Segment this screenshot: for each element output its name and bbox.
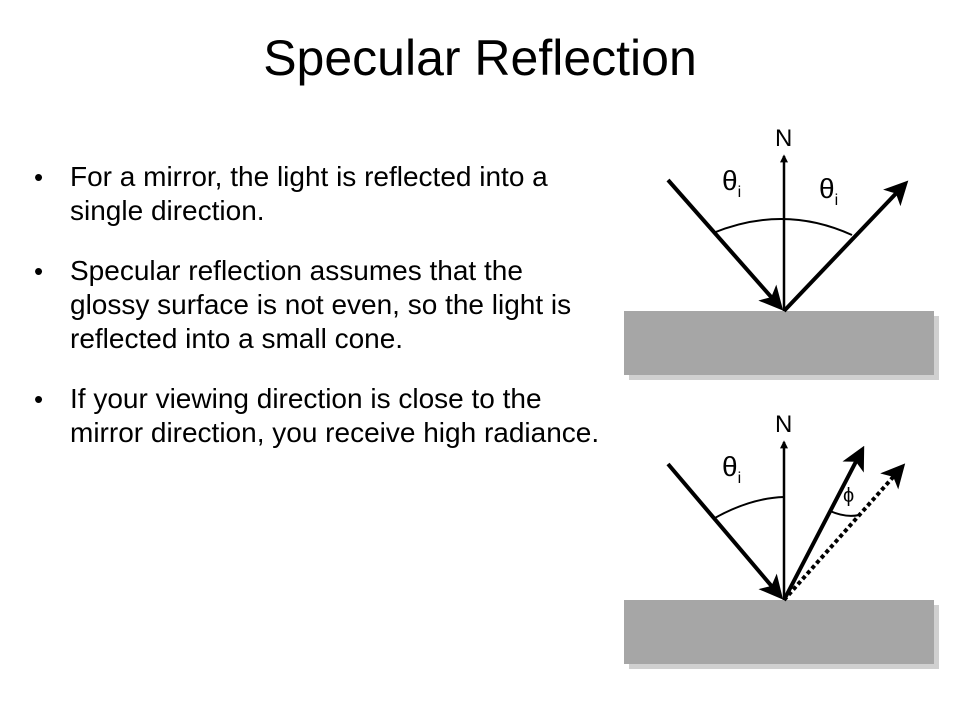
bullet-dot: • <box>34 162 44 192</box>
theta-symbol: θ <box>722 165 738 196</box>
bullet-dot: • <box>34 256 44 286</box>
bullet-dot: • <box>34 384 44 414</box>
mirror-reflection-diagram: N θi θi <box>624 125 939 380</box>
reflecting-surface <box>624 600 934 664</box>
bullet-item: • If your viewing direction is close to … <box>32 382 607 450</box>
reflected-ray <box>782 180 909 313</box>
deviation-angle-arc <box>829 510 860 517</box>
mirror-direction-ray <box>782 445 865 601</box>
incident-angle-arc <box>712 496 785 520</box>
glossy-reflection-diagram: N θi ϕ <box>624 411 939 669</box>
theta-subscript: i <box>738 470 742 487</box>
theta-subscript: i <box>835 192 839 209</box>
deviation-angle-label: ϕ <box>843 485 854 507</box>
normal-label: N <box>775 411 792 438</box>
bullet-item: • Specular reflection assumes that the g… <box>32 254 607 356</box>
normal-label: N <box>775 125 792 152</box>
incident-ray <box>666 178 784 311</box>
bullet-item: • For a mirror, the light is reflected i… <box>32 160 607 228</box>
incident-angle-label: θi <box>722 165 741 201</box>
bullet-text: If your viewing direction is close to th… <box>70 383 600 448</box>
bullet-text: For a mirror, the light is reflected int… <box>70 161 548 226</box>
incident-angle-label: θi <box>722 451 741 487</box>
incident-ray <box>666 462 784 600</box>
theta-symbol: θ <box>819 173 835 204</box>
reflected-angle-label: θi <box>819 173 838 209</box>
reflecting-surface <box>624 311 934 375</box>
slide-title: Specular Reflection <box>263 30 697 86</box>
angle-arc <box>712 218 853 236</box>
theta-subscript: i <box>738 184 742 201</box>
viewing-direction-ray <box>782 463 906 602</box>
theta-symbol: θ <box>722 451 738 482</box>
bullet-list: • For a mirror, the light is reflected i… <box>32 160 607 476</box>
bullet-text: Specular reflection assumes that the glo… <box>70 255 572 354</box>
